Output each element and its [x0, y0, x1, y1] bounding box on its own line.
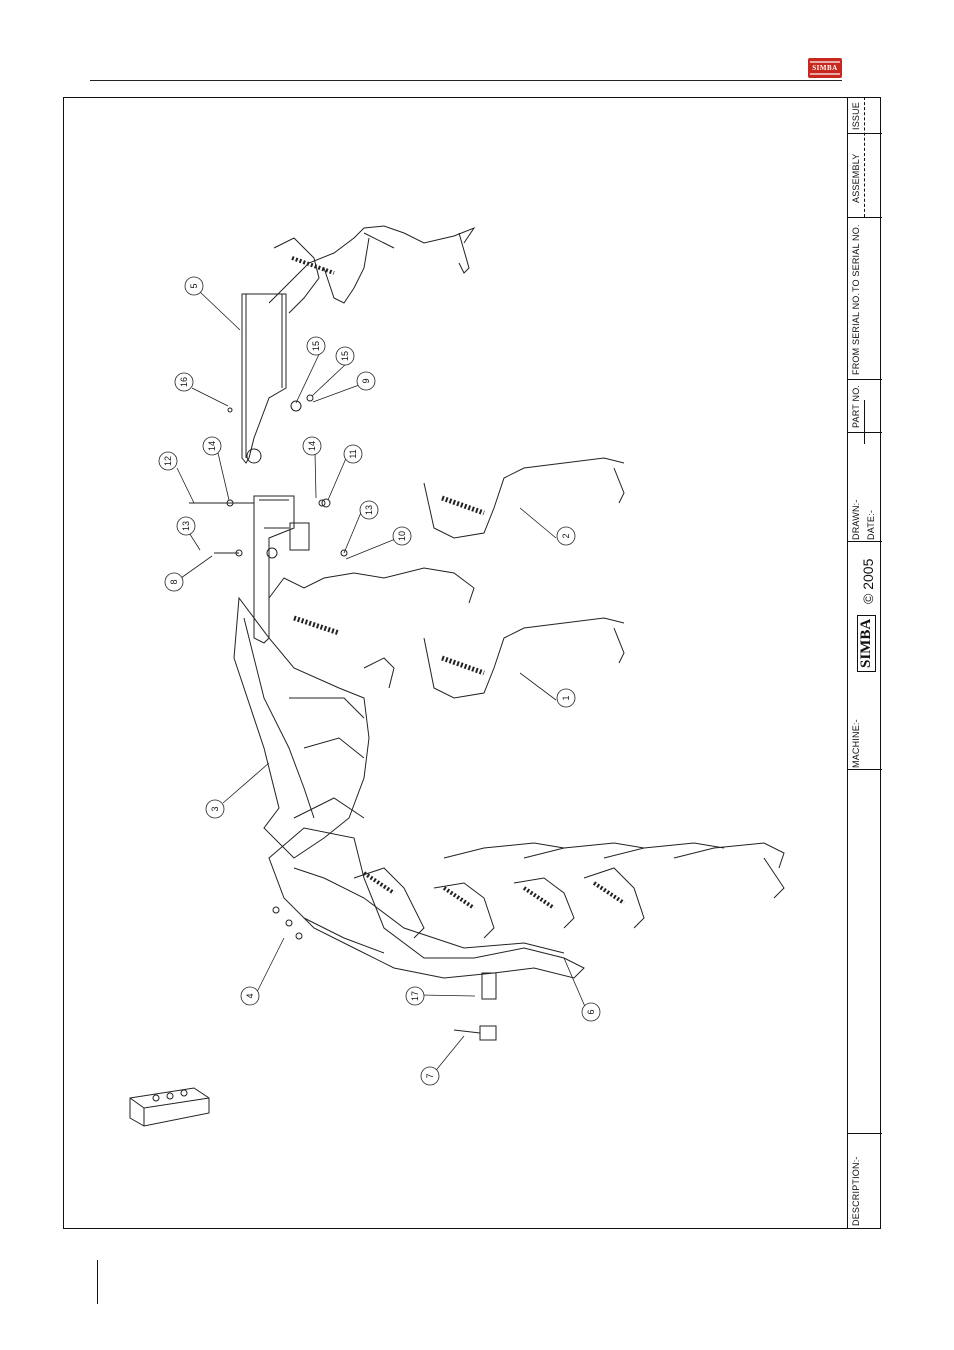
arm-assembly-top	[242, 226, 474, 463]
tine-assembly-lower	[354, 843, 784, 938]
date-label: DATE:-	[866, 510, 876, 540]
callout-label: 14	[307, 441, 317, 451]
to-serial-label: TO SERIAL NO.	[851, 224, 861, 292]
callout-label: 12	[163, 456, 173, 466]
margin-rule	[97, 1260, 98, 1304]
header-rule	[90, 80, 842, 81]
callout-label: 2	[561, 533, 571, 538]
callout-label: 9	[361, 378, 371, 383]
callout-label: 1	[561, 695, 571, 700]
fasteners	[189, 395, 347, 556]
brand-logo: SIMBA	[808, 58, 842, 78]
callout-label: 16	[179, 377, 189, 387]
callout-label: 3	[210, 806, 220, 811]
callout-label: 10	[397, 531, 407, 541]
callout-label: 6	[586, 1009, 596, 1014]
callout-label: 7	[425, 1073, 435, 1078]
exploded-assembly-drawing: 5 16 15 15 9 12 14 14 11 13 13 10 8 2 1 …	[64, 98, 846, 1228]
copyright: © 2005	[860, 559, 876, 604]
callout-label: 8	[169, 579, 179, 584]
from-serial-label: FROM SERIAL NO.	[851, 293, 861, 375]
simba-brand: SIMBA	[857, 615, 876, 672]
callout-label: 4	[245, 993, 255, 998]
callout-label: 5	[189, 283, 199, 288]
callout-label: 11	[348, 449, 358, 458]
tine-assembly-mid	[269, 568, 474, 633]
callout-label: 13	[181, 521, 191, 531]
callout-label: 15	[311, 341, 321, 351]
leader-lines	[177, 291, 586, 1074]
callout-bubbles	[159, 277, 600, 1085]
callout-label: 17	[410, 991, 420, 1001]
part-no-label: PART NO.	[851, 385, 861, 428]
pin-assembly	[454, 973, 496, 1040]
spare-block	[130, 1088, 209, 1126]
callout-label: 13	[364, 505, 374, 515]
issue-label: ISSUE	[851, 102, 861, 130]
tine-assembly-2	[424, 458, 624, 538]
machine-label: MACHINE:-	[851, 719, 861, 768]
crossbar-beam	[254, 496, 309, 643]
callout-label: 14	[207, 441, 217, 451]
description-label: DESCRIPTION:-	[851, 1156, 861, 1226]
drawn-label: DRAWN:-	[851, 499, 861, 540]
tine-assembly-1	[424, 618, 624, 698]
lower-frame	[269, 828, 584, 978]
main-frame	[234, 598, 394, 858]
assembly-label: ASSEMBLY	[851, 154, 861, 203]
callout-label: 15	[340, 351, 350, 361]
